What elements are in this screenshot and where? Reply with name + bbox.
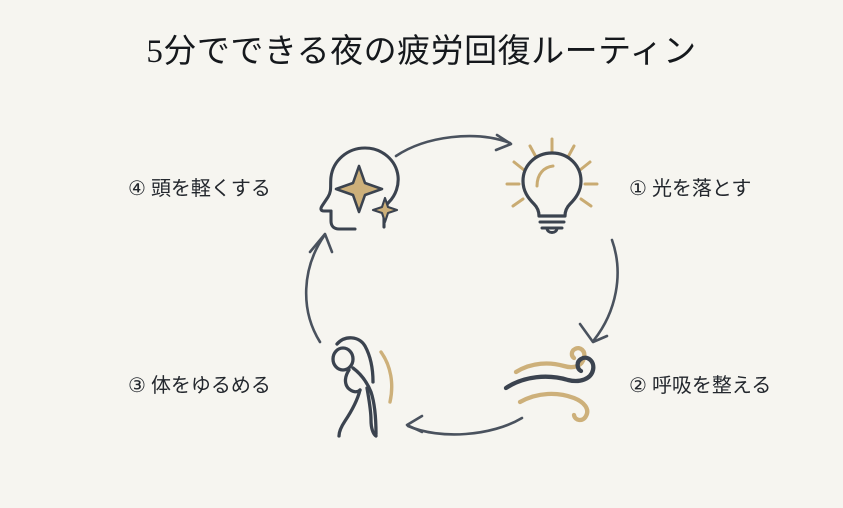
page-title: 5分でできる夜の疲労回復ルーティン bbox=[146, 34, 697, 70]
bulb-highlight-icon bbox=[535, 164, 555, 188]
arrow-step1-to-step2 bbox=[566, 236, 644, 354]
head-sparkle-icon bbox=[312, 139, 416, 239]
step-number-4: ④ bbox=[128, 176, 146, 200]
lightbulb-icon bbox=[499, 136, 605, 238]
step-number-3: ③ bbox=[128, 373, 146, 397]
arrow-step2-to-step3 bbox=[396, 400, 528, 454]
stretching-person-icon bbox=[315, 326, 415, 450]
step-text-2: 呼吸を整える bbox=[651, 373, 772, 397]
sparkle-large-icon bbox=[334, 164, 384, 214]
step-number-1: ① bbox=[629, 176, 647, 200]
wind-breath-icon bbox=[498, 340, 610, 428]
arrow-step4-to-step1 bbox=[392, 120, 524, 172]
step-number-2: ② bbox=[629, 373, 647, 397]
sparkle-small-icon bbox=[371, 196, 399, 224]
step-text-4: 頭を軽くする bbox=[150, 176, 271, 200]
step-text-3: 体をゆるめる bbox=[150, 373, 271, 397]
arrow-step3-to-step4 bbox=[288, 226, 366, 346]
wind-line-middle bbox=[503, 355, 596, 391]
step-text-1: 光を落とす bbox=[651, 176, 752, 200]
bulb-rays-icon bbox=[505, 137, 599, 208]
wind-line-bottom bbox=[517, 391, 590, 423]
stretch-motion-arc-icon bbox=[379, 350, 394, 404]
